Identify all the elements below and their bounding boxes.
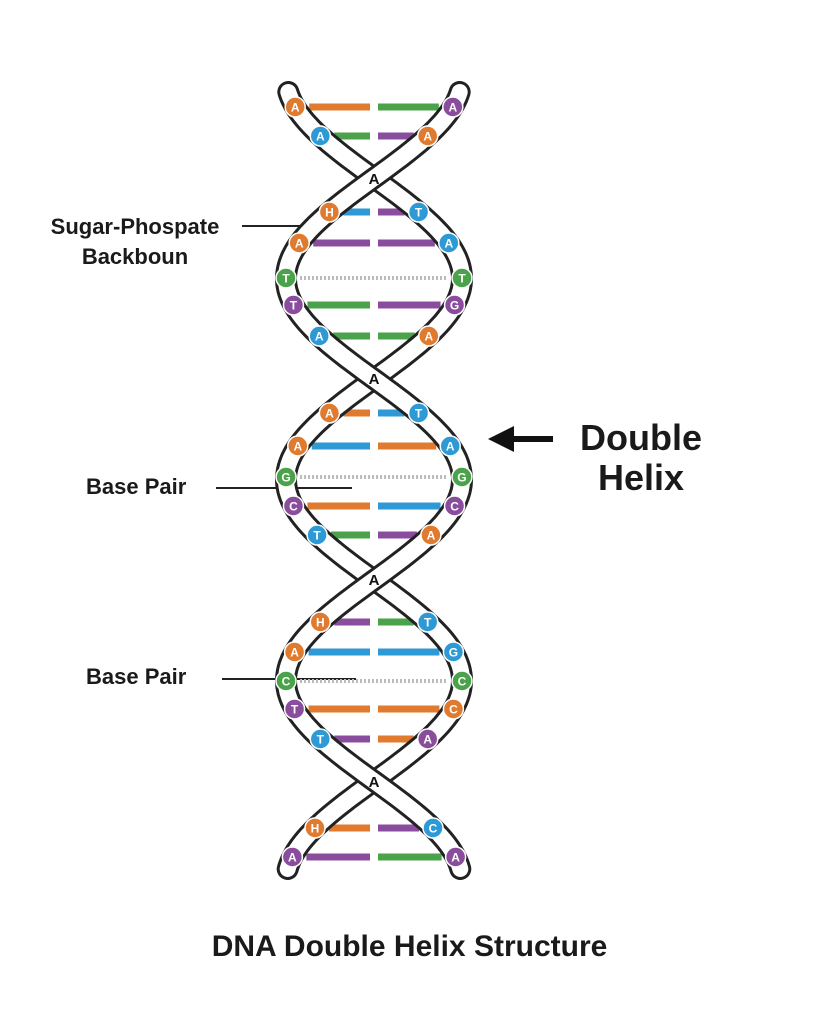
nucleotide: C bbox=[451, 670, 473, 692]
nucleotide-letter: A bbox=[448, 101, 457, 115]
crossing-label: A bbox=[369, 171, 380, 188]
nucleotide: A bbox=[444, 846, 467, 868]
backbone-strand-1 bbox=[274, 81, 474, 880]
nucleotide: H bbox=[304, 817, 326, 839]
nucleotide: G bbox=[443, 294, 466, 316]
nucleotide-letter: G bbox=[450, 299, 459, 313]
nucleotide: A bbox=[438, 232, 460, 254]
nucleotide: T bbox=[283, 698, 306, 720]
nucleotide-letter: H bbox=[316, 616, 325, 630]
nucleotide-letter: A bbox=[293, 440, 302, 454]
backbone-strand-2 bbox=[274, 81, 474, 880]
sugar-phosphate-backbones bbox=[274, 81, 474, 880]
nucleotide-letter: C bbox=[289, 500, 298, 514]
nucleotide-letter: A bbox=[423, 733, 432, 747]
nucleotide-letter: C bbox=[450, 500, 459, 514]
nucleotide: A bbox=[288, 232, 310, 254]
diagram-caption: DNA Double Helix Structure bbox=[211, 930, 608, 963]
nucleotide-letter: A bbox=[316, 130, 325, 144]
nucleotide-letter: A bbox=[325, 407, 334, 421]
nucleotide: A bbox=[281, 846, 304, 868]
nucleotide-letter: A bbox=[424, 330, 433, 344]
crossing-label: A bbox=[369, 774, 380, 791]
nucleotide-letter: G bbox=[449, 646, 458, 660]
nucleotide-letter: A bbox=[295, 237, 304, 251]
nucleotide: G bbox=[442, 641, 465, 663]
nucleotide-letter: T bbox=[415, 206, 423, 220]
nucleotide: A bbox=[284, 96, 306, 118]
nucleotide-letter: T bbox=[415, 407, 423, 421]
nucleotide: T bbox=[407, 402, 430, 424]
base-pair-label-1: Base Pair bbox=[86, 474, 187, 499]
nucleotide: H bbox=[318, 201, 341, 223]
nucleotide: A bbox=[318, 402, 341, 424]
nucleotide: C bbox=[443, 495, 466, 517]
nucleotide-letter: A bbox=[315, 330, 324, 344]
nucleotide-letter: G bbox=[281, 471, 290, 485]
nucleotide: A bbox=[283, 641, 306, 663]
nucleotide: C bbox=[282, 495, 305, 517]
nucleotide-letter: A bbox=[290, 646, 299, 660]
nucleotide-letter: A bbox=[423, 130, 432, 144]
nucleotide-letter: G bbox=[457, 471, 466, 485]
nucleotide-letter: H bbox=[325, 206, 334, 220]
nucleotide: T bbox=[282, 294, 305, 316]
nucleotide-letter: T bbox=[282, 272, 290, 286]
crossing-label: A bbox=[369, 572, 380, 589]
nucleotide: A bbox=[418, 325, 440, 347]
base-pairs bbox=[300, 103, 448, 861]
nucleotide: A bbox=[287, 435, 309, 457]
nucleotide-letter: A bbox=[288, 851, 297, 865]
nucleotide: A bbox=[416, 728, 439, 750]
nucleotide: C bbox=[275, 670, 297, 692]
nucleotide: C bbox=[422, 817, 444, 839]
nucleotide: A bbox=[416, 125, 439, 147]
nucleotide: T bbox=[275, 267, 297, 289]
nucleotide: T bbox=[416, 611, 439, 633]
nucleotide: A bbox=[420, 524, 442, 546]
nucleotide-letter: C bbox=[449, 703, 458, 717]
nucleotide-letter: C bbox=[458, 675, 467, 689]
nucleotide-letter: T bbox=[290, 299, 298, 313]
nucleotide: T bbox=[451, 267, 473, 289]
nucleotide-letter: C bbox=[282, 675, 291, 689]
double-helix-label-line-2: Helix bbox=[597, 457, 685, 498]
nucleotide-letter: T bbox=[317, 733, 325, 747]
nucleotide-letter: A bbox=[291, 101, 300, 115]
nucleotide-letter: T bbox=[424, 616, 432, 630]
nucleotide-letter: A bbox=[446, 440, 455, 454]
backbone-label-line-2: Backboun bbox=[81, 244, 189, 269]
nucleotide-letter: T bbox=[458, 272, 466, 286]
nucleotide: H bbox=[309, 611, 332, 633]
crossing-label: A bbox=[369, 371, 380, 388]
nucleotide: A bbox=[439, 435, 461, 457]
nucleotide: G bbox=[275, 466, 297, 488]
nucleotide-letter: A bbox=[427, 529, 436, 543]
nucleotide: C bbox=[442, 698, 465, 720]
nucleotide: G bbox=[451, 466, 473, 488]
nucleotide: A bbox=[442, 96, 464, 118]
nucleotide: T bbox=[306, 524, 328, 546]
double-helix-arrow-icon bbox=[488, 426, 553, 452]
nucleotide-letter: T bbox=[313, 529, 321, 543]
nucleotide-letter: C bbox=[429, 822, 438, 836]
nucleotide: A bbox=[308, 325, 330, 347]
double-helix-label-line-1: Double bbox=[580, 417, 702, 458]
nucleotide-letter: T bbox=[291, 703, 299, 717]
nucleotide-letter: A bbox=[451, 851, 460, 865]
nucleotide: T bbox=[407, 201, 430, 223]
nucleotide: A bbox=[309, 125, 332, 147]
base-pair-label-2: Base Pair bbox=[86, 664, 187, 689]
sugar-phosphate-backbone-label: Sugar-Phospate Backboun bbox=[30, 212, 240, 272]
nucleotide-letter: A bbox=[444, 237, 453, 251]
double-helix-label: Double Helix bbox=[566, 418, 716, 498]
nucleotide: T bbox=[309, 728, 332, 750]
backbone-label-line-1: Sugar-Phospate bbox=[50, 214, 220, 239]
nucleotide-letter: H bbox=[311, 822, 320, 836]
